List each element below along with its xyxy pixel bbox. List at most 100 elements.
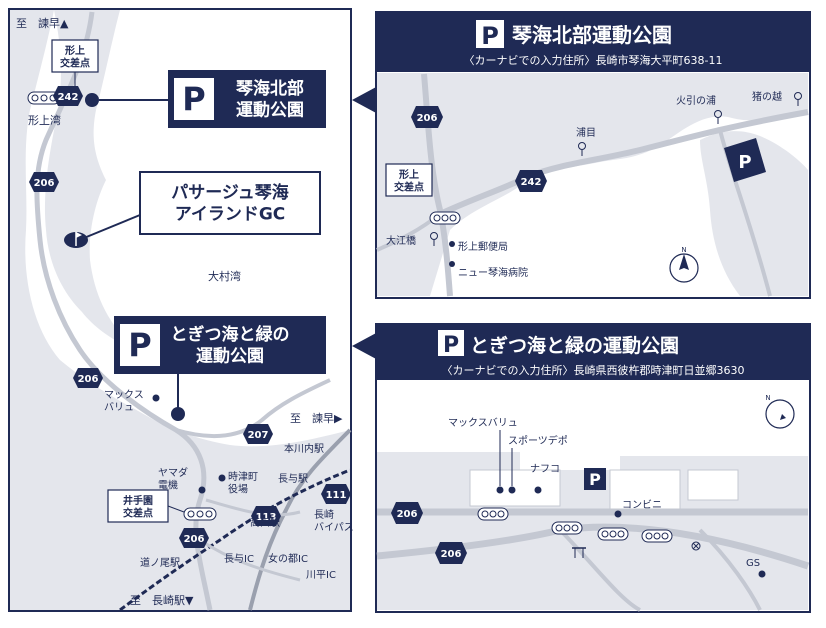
- north-arrow-icon: N: [669, 246, 699, 283]
- route-206-road: [34, 11, 213, 611]
- hospital-label: ニュー琴海病院: [458, 266, 528, 279]
- svg-text:206: 206: [184, 534, 205, 545]
- bypass-road: [248, 428, 352, 611]
- to-isahaya-right: 至 諫早▶: [290, 411, 343, 425]
- kinkai-park-marker[interactable]: [85, 93, 99, 107]
- kinkai-title: 琴海北部運動公園: [512, 23, 672, 47]
- idera-junction-label: 井手園交差点: [123, 494, 153, 520]
- connector-top: [326, 86, 378, 114]
- golf-callout-label[interactable]: パサージュ琴海アイランドGC: [171, 182, 288, 224]
- local-road-b: [199, 538, 301, 582]
- kinkai-callout-label[interactable]: 琴海北部運動公園: [236, 78, 304, 120]
- svg-text:N: N: [681, 246, 686, 254]
- convenience-label: コンビニ: [622, 499, 662, 511]
- honkawachi-station-label: 本川内駅: [284, 442, 324, 455]
- katagami-junction-label: 形上交差点: [60, 44, 90, 70]
- route-242-shield: 242: [53, 86, 83, 106]
- togitsu-parking-marker[interactable]: P: [584, 468, 606, 490]
- takada-station-label: 高田駅: [250, 516, 280, 529]
- route-206-shield: 206: [411, 106, 443, 128]
- onnanoto-ic-label: 女の都IC: [268, 552, 308, 565]
- max-valu-label: マックスバリュ: [104, 389, 144, 414]
- connector-bottom: [326, 332, 378, 360]
- shrine-icon: [572, 547, 586, 558]
- traffic-signal-icon: [641, 529, 673, 543]
- route-113-shield: 113: [251, 506, 281, 526]
- kinkai-land-east: [700, 131, 808, 296]
- west-landmass: [10, 10, 350, 610]
- katagami-junction-label: 形上交差点: [394, 168, 424, 194]
- togitsu-address: 〈カーナビでの入力住所〉長崎県西彼杵郡時津町日並郷3630: [442, 363, 745, 377]
- to-nagasaki-label: 至 長崎駅▼: [130, 593, 194, 607]
- kinkai-parking-marker[interactable]: P: [724, 138, 766, 182]
- svg-text:206: 206: [441, 549, 462, 560]
- bus-stop-icon: [714, 110, 722, 124]
- nagayo-station-label: 長与駅: [278, 473, 308, 485]
- svg-text:207: 207: [248, 430, 269, 441]
- parking-icon: P: [443, 333, 459, 358]
- svg-text:206: 206: [417, 113, 438, 124]
- bus-stop-icon: [794, 92, 802, 106]
- sports-depot-label: スポーツデポ: [508, 434, 568, 447]
- yamada-denki-label: ヤマダ電機: [158, 466, 188, 492]
- route-206-shield-a: 206: [391, 502, 423, 524]
- svg-text:111: 111: [326, 490, 347, 501]
- route-206-shield-a: 206: [29, 172, 59, 192]
- togitsu-park-marker[interactable]: [171, 407, 185, 421]
- golf-flag-icon[interactable]: [64, 232, 88, 248]
- bus-stop-icon: [578, 142, 586, 156]
- route-207-shield: 207: [243, 424, 273, 444]
- route-206-shield-b: 206: [435, 542, 467, 564]
- kinkai-detail-map: P 琴海北部運動公園 〈カーナビでの入力住所〉長崎市琴海大平町638-11 20…: [375, 11, 811, 299]
- bus-stop-icon: [430, 232, 438, 246]
- traffic-signal-icon: [597, 527, 629, 541]
- to-isahaya-top: 至 諫早▲: [16, 16, 69, 30]
- togitsu-office-label: 時津町役場: [228, 471, 258, 496]
- svg-text:113: 113: [256, 512, 277, 523]
- kawahira-ic-label: 川平IC: [306, 570, 336, 581]
- svg-text:206: 206: [78, 374, 99, 385]
- gs-label: GS: [746, 558, 760, 569]
- railway: [119, 468, 351, 612]
- togitsu-callout-label[interactable]: とぎつ海と緑の運動公園: [171, 324, 290, 366]
- route-242-road: [438, 109, 809, 217]
- traffic-signal-icon: [429, 211, 461, 225]
- svg-text:P: P: [589, 470, 601, 489]
- parking-icon: P: [182, 80, 205, 118]
- parking-icon: P: [128, 326, 151, 364]
- parking-icon: P: [481, 22, 499, 50]
- hibikinoura-label: 火引の浦: [676, 94, 716, 107]
- urame-label: 浦目: [576, 126, 596, 139]
- nagasaki-bypass-label: 長崎バイパス: [314, 508, 354, 534]
- svg-text:N: N: [765, 394, 770, 402]
- nagayo-ic-label: 長与IC: [224, 553, 254, 565]
- katagami-bay-label: 形上湾: [28, 113, 61, 127]
- togitsu-title: とぎつ海と緑の運動公園: [470, 334, 679, 357]
- oebashi-label: 大江橋: [386, 234, 416, 247]
- east-road: [718, 129, 772, 297]
- route-206-shield-b: 206: [73, 368, 103, 388]
- svg-text:242: 242: [58, 92, 79, 103]
- omura-bay-label: 大村湾: [208, 269, 241, 283]
- route-206-shield-c: 206: [179, 528, 209, 548]
- left-overview-map: 至 諫早▲ 形上交差点 242 形上湾 P 琴海北部運動公園 206 パサージュ…: [8, 8, 354, 612]
- traffic-signal-icon: [477, 507, 509, 521]
- svg-text:206: 206: [397, 509, 418, 520]
- nafco-label: ナフコ: [530, 463, 560, 475]
- route-111-shield: 111: [321, 484, 351, 504]
- kinkai-land: [377, 73, 808, 296]
- traffic-signal-icon: [551, 521, 583, 535]
- kinkai-address: 〈カーナビでの入力住所〉長崎市琴海大平町638-11: [464, 53, 723, 67]
- togitsu-detail-map: P とぎつ海と緑の運動公園 〈カーナビでの入力住所〉長崎県西彼杵郡時津町日並郷3…: [375, 323, 811, 613]
- svg-text:P: P: [738, 152, 751, 173]
- route-207-road: [175, 378, 331, 438]
- max-valu-label: マックスバリュ: [448, 417, 518, 429]
- post-office-label: 形上郵便局: [458, 240, 508, 253]
- michinoo-station-label: 道ノ尾駅: [140, 556, 180, 569]
- traffic-signal-icon: [183, 507, 217, 521]
- route-242-shield: 242: [515, 170, 547, 192]
- inonokoshi-label: 猪の越: [752, 90, 782, 103]
- police-box-icon: [691, 541, 701, 551]
- svg-text:206: 206: [34, 178, 55, 189]
